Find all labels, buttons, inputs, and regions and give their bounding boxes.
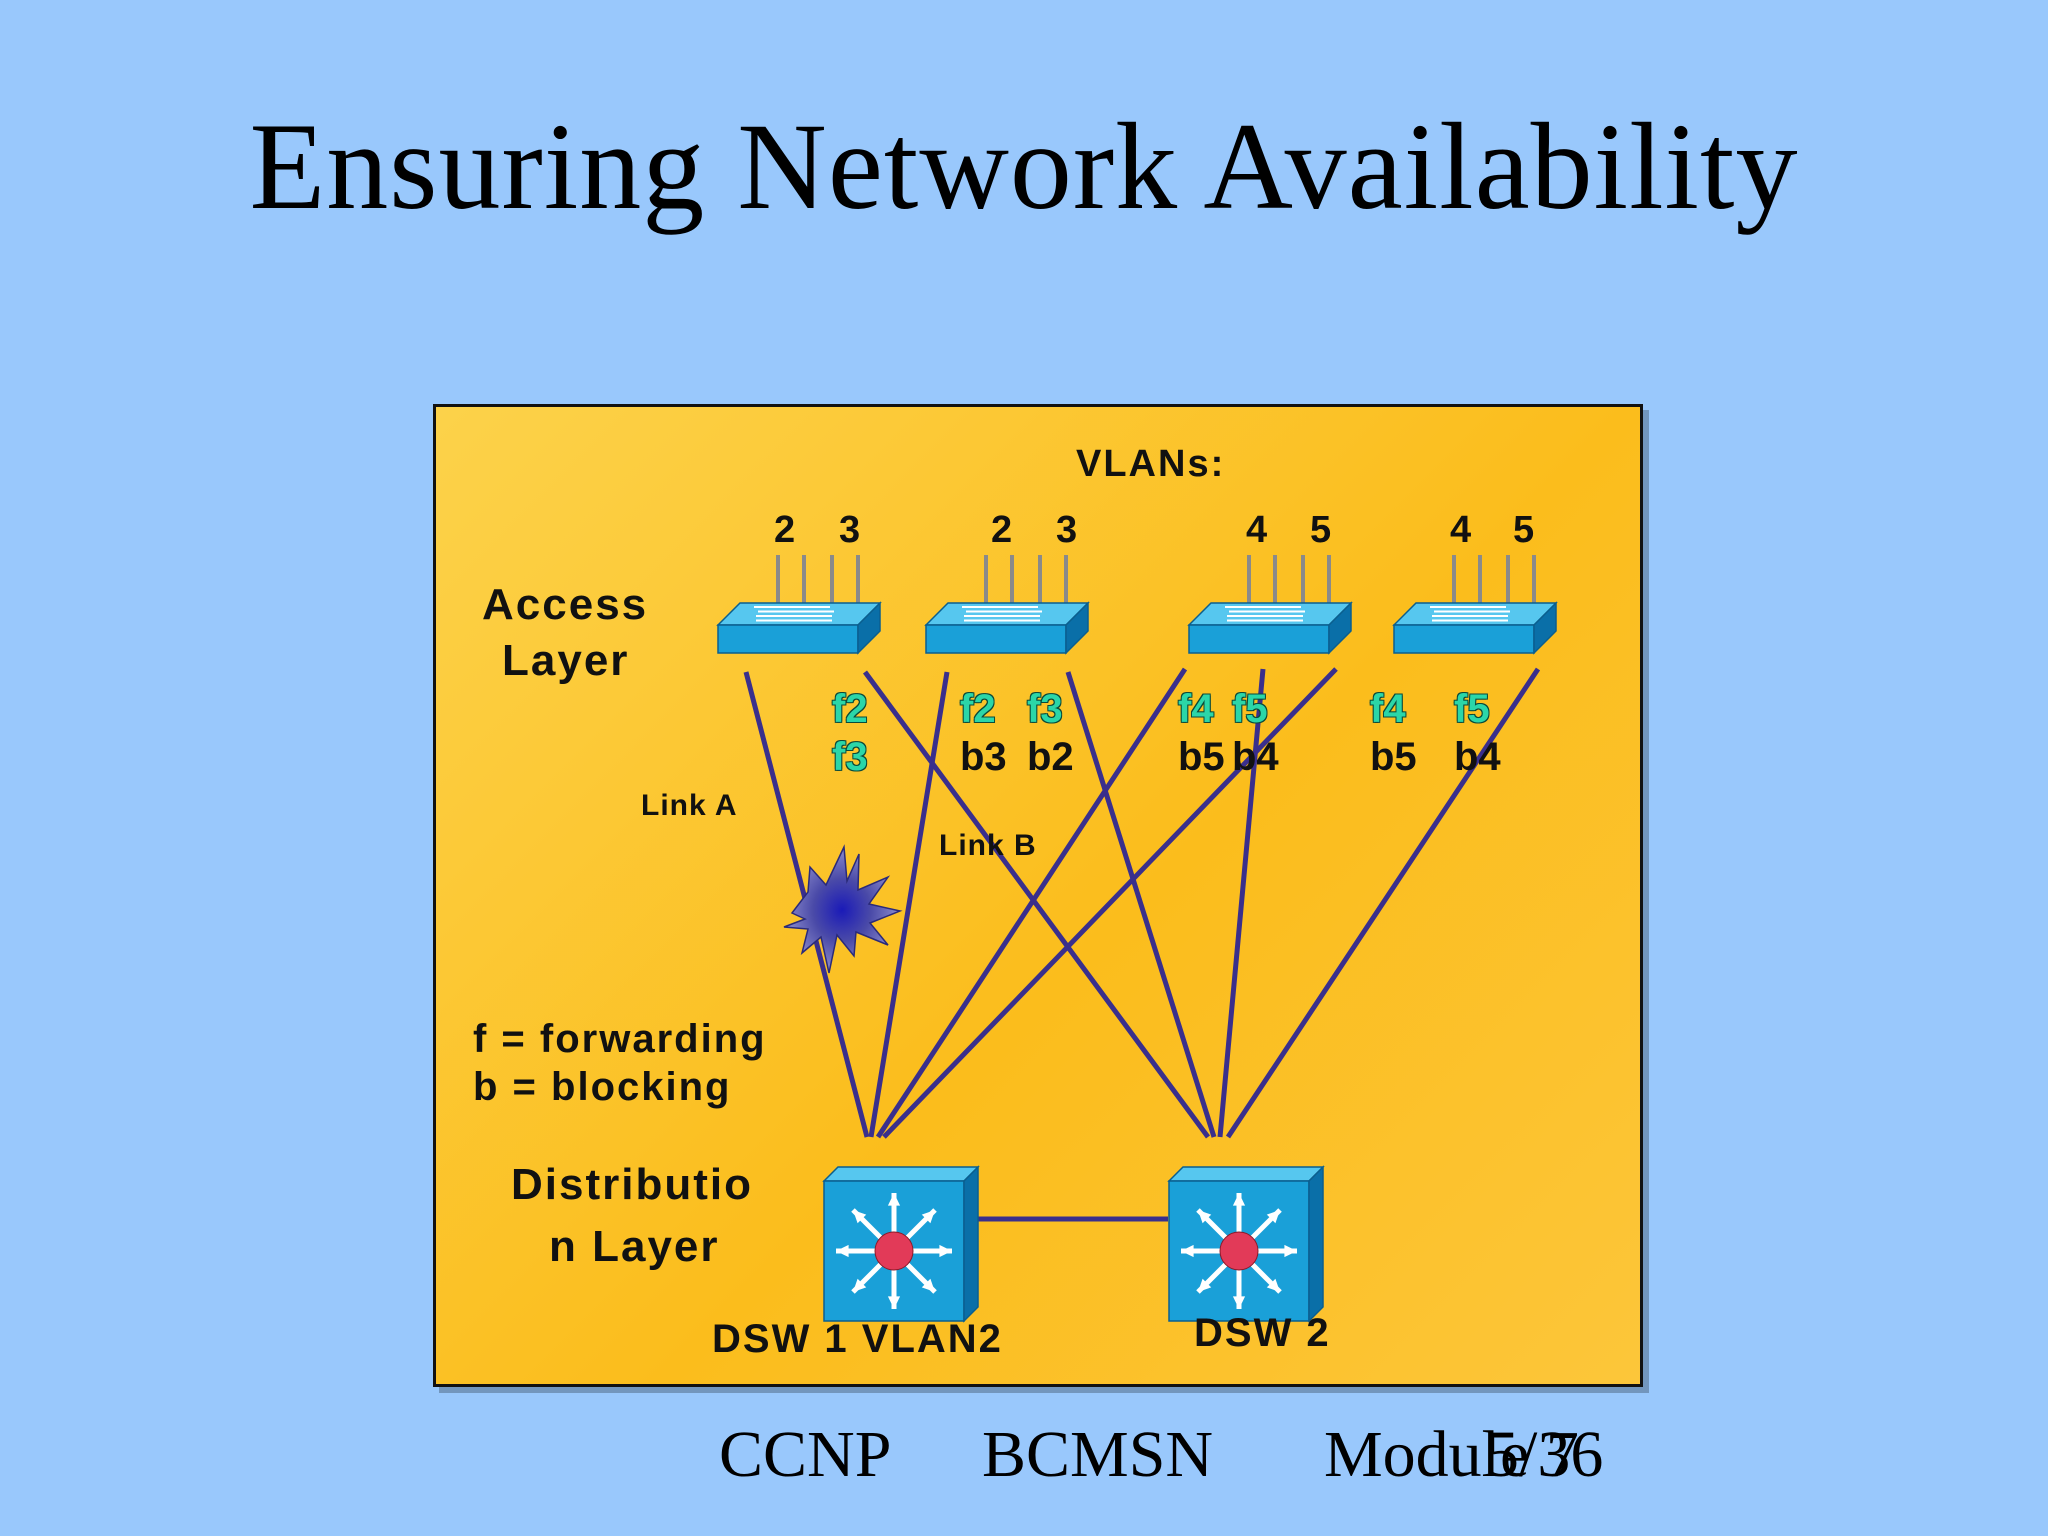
vlan-label-sw2-a: 2: [991, 509, 1013, 551]
network-diagram-panel: VLANs: 2 3 2 3 4 5 4 5 Access Layer f2 f…: [433, 404, 1643, 1387]
access-layer-label-line2: Layer: [502, 636, 630, 685]
access-switch-icon: [1187, 555, 1353, 655]
port-state-sw3-b4: b4: [1232, 735, 1279, 779]
link-sw2-dsw2: [1065, 671, 1217, 1138]
link-sw3-dsw1: [875, 667, 1188, 1139]
vlan-label-sw4-b: 5: [1513, 509, 1535, 551]
link-sw2-dsw1: [868, 671, 950, 1138]
slide-title: Ensuring Network Availability: [249, 98, 1799, 235]
access-switch-icon: [716, 555, 882, 655]
distribution-switches: [822, 1165, 1325, 1323]
footer-page: 5/36: [1486, 1418, 1604, 1491]
vlan-label-sw3-b: 5: [1310, 509, 1332, 551]
port-state-sw4-b4: b4: [1454, 735, 1501, 779]
distribution-switch-icon: [1167, 1165, 1325, 1323]
link-sw3-dsw2: [1217, 668, 1266, 1138]
port-state-sw2-f2: f2: [960, 687, 996, 731]
link-b: [862, 670, 1211, 1139]
access-layer-label-line1: Access: [482, 580, 649, 629]
distribution-layer-label-line2: n Layer: [549, 1222, 720, 1271]
footer-subject: BCMSN: [982, 1418, 1214, 1491]
links: [743, 667, 1541, 1222]
vlan-label-sw2-b: 3: [1056, 509, 1078, 551]
distribution-switch-icon: [822, 1165, 980, 1323]
dsw1-label: DSW 1 VLAN2: [712, 1317, 1003, 1361]
legend-forwarding: f = forwarding: [473, 1017, 767, 1061]
dsw2-label: DSW 2: [1194, 1311, 1331, 1355]
link-a-label: Link A: [641, 789, 738, 822]
distribution-layer-label-line1: Distributio: [511, 1160, 753, 1209]
link-failure-burst-icon: [783, 844, 903, 974]
port-state-sw1-f2: f2: [832, 687, 868, 731]
port-state-sw1-f3: f3: [832, 735, 868, 779]
link-b-label: Link B: [939, 829, 1037, 862]
link-sw4-dsw2: [1225, 667, 1541, 1139]
vlan-label-sw4-a: 4: [1450, 509, 1472, 551]
footer-module: Module 7: [1324, 1418, 1579, 1491]
port-state-sw2-b2: b2: [1027, 735, 1074, 779]
port-state-sw2-b3: b3: [960, 735, 1007, 779]
vlan-label-sw1-b: 3: [839, 509, 861, 551]
port-state-sw3-f5: f5: [1232, 687, 1268, 731]
topology-diagram: [716, 555, 1558, 1323]
port-state-sw4-f4: f4: [1370, 687, 1406, 731]
port-state-sw4-b5: b5: [1370, 735, 1417, 779]
vlans-header: VLANs:: [1076, 443, 1226, 485]
legend-blocking: b = blocking: [473, 1065, 732, 1109]
access-switch-icon: [924, 555, 1090, 655]
port-state-sw2-f3: f3: [1027, 687, 1063, 731]
port-state-sw4-f5: f5: [1454, 687, 1490, 731]
access-switches: [716, 555, 1558, 655]
link-sw4-dsw1: [882, 667, 1338, 1139]
port-state-sw3-f4: f4: [1178, 687, 1214, 731]
footer-course: CCNP: [719, 1418, 892, 1491]
vlan-label-sw1-a: 2: [774, 509, 796, 551]
access-switch-icon: [1392, 555, 1558, 655]
vlan-label-sw3-a: 4: [1246, 509, 1268, 551]
port-state-sw3-b5: b5: [1178, 735, 1225, 779]
